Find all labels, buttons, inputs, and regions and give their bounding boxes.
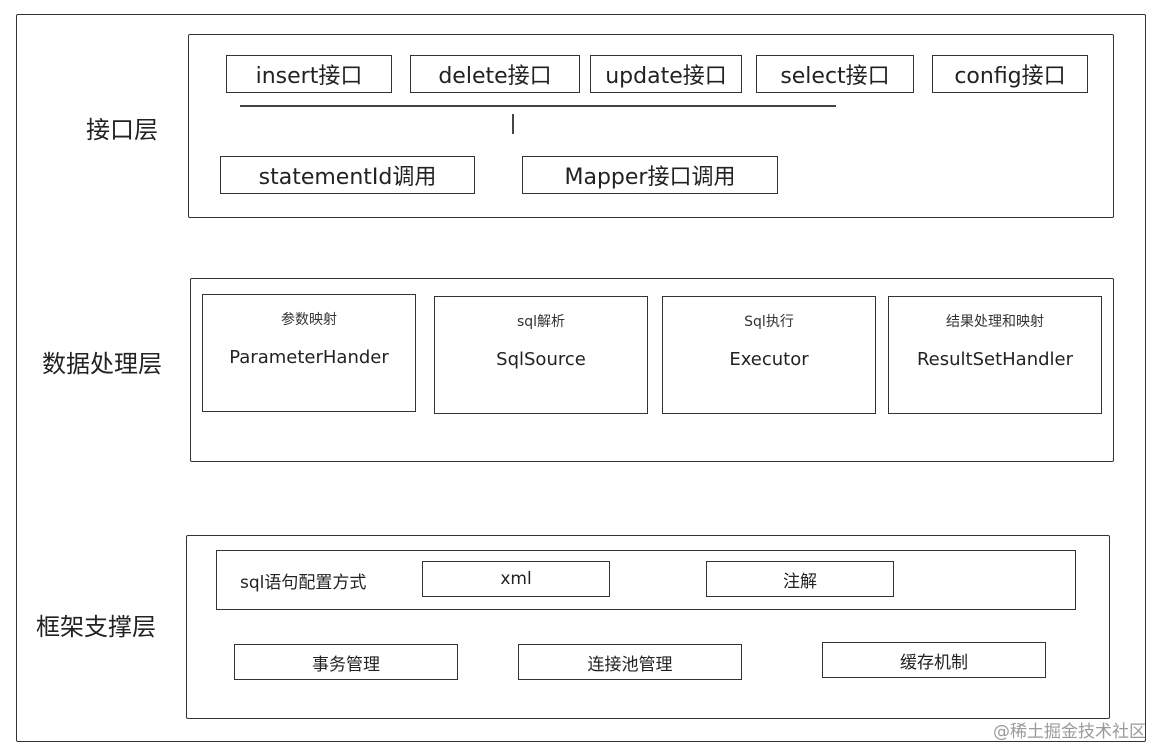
cache-mechanism-button[interactable]: 缓存机制	[822, 642, 1046, 678]
framework-layer-label: 框架支撑层	[36, 613, 156, 641]
module-name: SqlSource	[496, 349, 586, 370]
interface-layer-box	[188, 34, 1114, 218]
connection-pool-management-button[interactable]: 连接池管理	[518, 644, 742, 680]
framework-layer-box	[186, 535, 1110, 719]
connector-tick	[512, 114, 514, 134]
module-title: sql解析	[516, 314, 566, 330]
module-title: 结果处理和映射	[946, 314, 1044, 330]
sql-config-row	[216, 550, 1076, 610]
module-name: ParameterHander	[229, 347, 389, 368]
sqlsource-module[interactable]: sql解析 SqlSource	[434, 296, 648, 414]
statementid-call-button[interactable]: statementId调用	[220, 156, 475, 194]
module-name: Executor	[729, 349, 809, 370]
insert-interface-button[interactable]: insert接口	[226, 55, 392, 93]
diagram-frame	[16, 14, 1146, 742]
data-processing-layer-label: 数据处理层	[42, 350, 162, 378]
module-title: Sql执行	[744, 314, 794, 330]
executor-module[interactable]: Sql执行 Executor	[662, 296, 876, 414]
parameter-handler-module[interactable]: 参数映射 ParameterHander	[202, 294, 416, 412]
module-name: ResultSetHandler	[916, 349, 1074, 370]
select-interface-button[interactable]: select接口	[756, 55, 914, 93]
sql-config-label: sql语句配置方式	[240, 573, 367, 593]
update-interface-button[interactable]: update接口	[590, 55, 742, 93]
interface-layer-label: 接口层	[86, 116, 158, 144]
watermark: @稀土掘金技术社区	[993, 722, 1146, 742]
module-title: 参数映射	[281, 312, 337, 328]
config-interface-button[interactable]: config接口	[932, 55, 1088, 93]
transaction-management-button[interactable]: 事务管理	[234, 644, 458, 680]
resultset-handler-module[interactable]: 结果处理和映射 ResultSetHandler	[888, 296, 1102, 414]
delete-interface-button[interactable]: delete接口	[410, 55, 580, 93]
connector-line	[240, 105, 836, 107]
mapper-interface-call-button[interactable]: Mapper接口调用	[522, 156, 778, 194]
data-processing-layer-box	[190, 278, 1114, 462]
annotation-config-button[interactable]: 注解	[706, 561, 894, 597]
xml-config-button[interactable]: xml	[422, 561, 610, 597]
